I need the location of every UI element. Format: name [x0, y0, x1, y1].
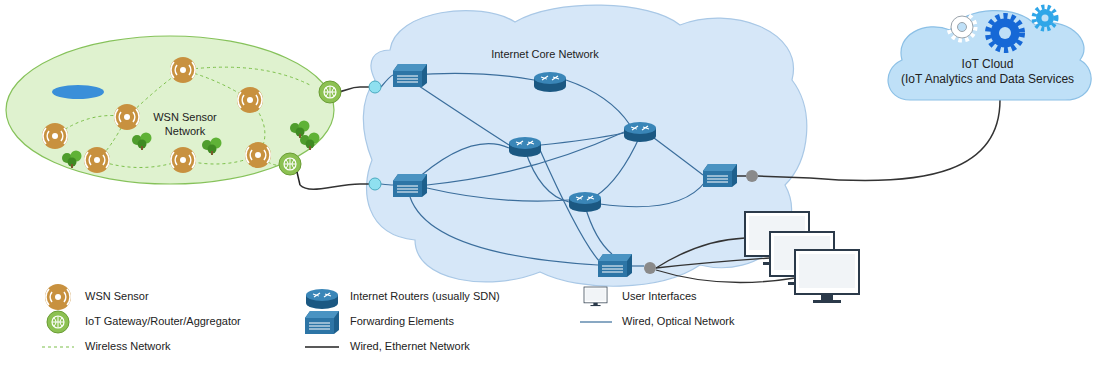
legend-item: Wireless Network — [85, 340, 171, 354]
legend-label: Wired, Ethernet Network — [350, 340, 470, 354]
legend-item: Wired, Optical Network — [622, 315, 734, 329]
legend-item: Wired, Ethernet Network — [350, 340, 470, 354]
legend-label: WSN Sensor — [85, 290, 149, 304]
node-subtitle: (IoT Analytics and Data Services — [884, 72, 1091, 87]
legend-label: Wired, Optical Network — [622, 315, 734, 329]
legend-item: Internet Routers (usually SDN) — [350, 290, 500, 304]
text-group: Internet Core Network — [470, 48, 620, 62]
node-title: Internet Core Network — [470, 48, 620, 62]
legend-label: IoT Gateway/Router/Aggregator — [85, 315, 241, 329]
legend-item: User Interfaces — [622, 290, 697, 304]
legend-label: User Interfaces — [622, 290, 697, 304]
legend-item: Forwarding Elements — [350, 315, 454, 329]
legend-label: Internet Routers (usually SDN) — [350, 290, 500, 304]
network-link — [300, 184, 360, 189]
legend-label: Wireless Network — [85, 340, 171, 354]
network-link — [810, 100, 1000, 181]
iot-cloud: IoT Cloud(IoT Analytics and Data Service… — [880, 5, 1095, 100]
text-group: WSN Sensor Network — [143, 111, 227, 139]
node-title: IoT Cloud — [884, 57, 1091, 72]
legend-label: Forwarding Elements — [350, 315, 454, 329]
node-outline — [360, 0, 810, 292]
text-group: IoT Cloud(IoT Analytics and Data Service… — [884, 57, 1091, 87]
core-network-cloud: Internet Core Network — [360, 0, 810, 292]
legend-item: IoT Gateway/Router/Aggregator — [85, 315, 241, 329]
legend-item: WSN Sensor — [85, 290, 149, 304]
node-title: WSN Sensor Network — [143, 111, 227, 139]
